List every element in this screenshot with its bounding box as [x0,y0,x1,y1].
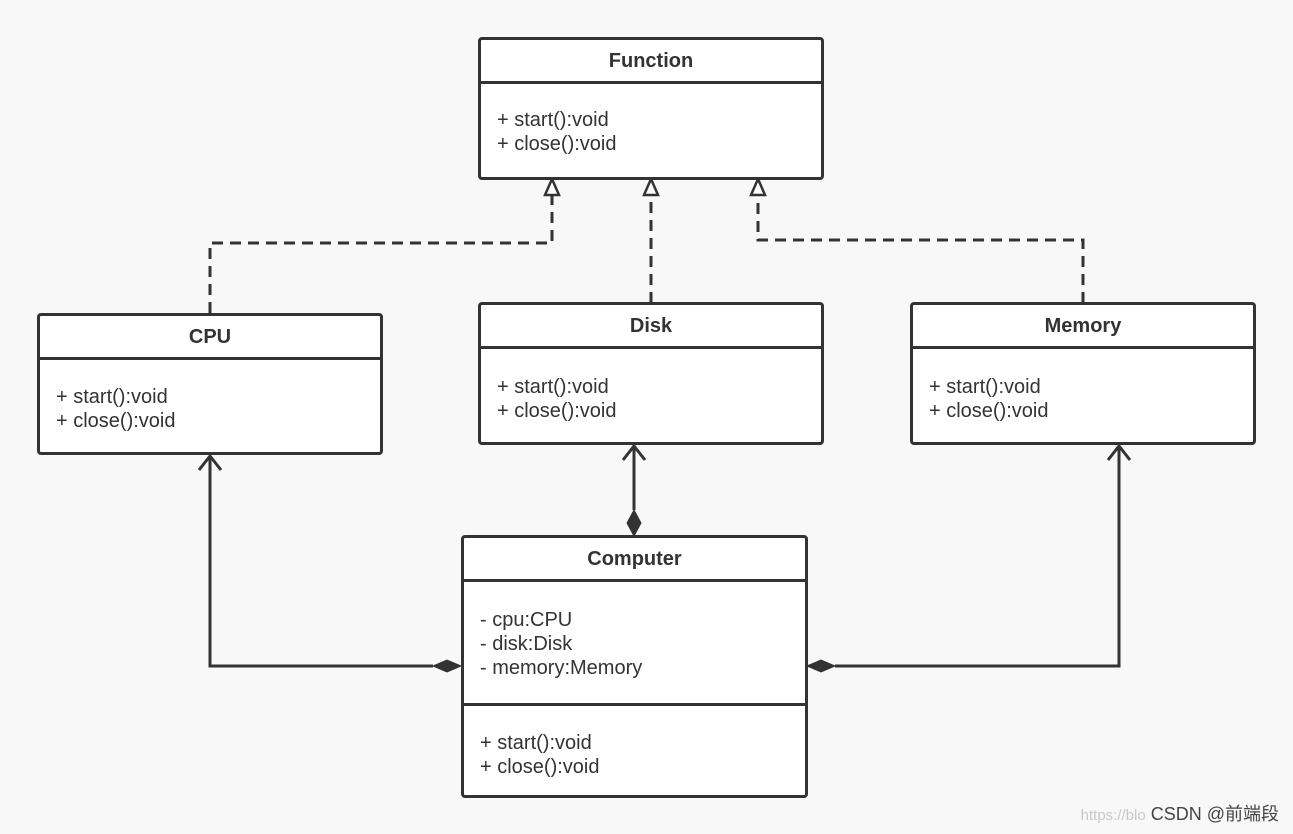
class-cpu-methods: + start():void + close():void [40,360,380,433]
class-memory[interactable]: Memory + start():void + close():void [910,302,1256,445]
attribute: - disk:Disk [480,633,573,655]
class-disk-name: Disk [481,305,821,349]
arrowhead-memory [1106,443,1132,461]
csdn-watermark: https://blo CSDN @前端段 [1081,800,1279,826]
method: + start():void [480,732,592,754]
class-function-name: Function [481,40,821,84]
class-computer-attributes: - cpu:CPU - disk:Disk - memory:Memory [464,582,805,703]
attribute: - cpu:CPU [480,609,573,631]
realization-head-memory [749,175,767,197]
arrowhead-cpu [197,453,223,471]
watermark-text: CSDN @前端段 [1150,804,1279,824]
class-cpu-name: CPU [40,316,380,360]
method: + close():void [929,400,1049,422]
arrowhead-disk [621,443,647,461]
attribute: - memory:Memory [480,657,643,679]
class-disk[interactable]: Disk + start():void + close():void [478,302,824,445]
class-memory-name: Memory [913,305,1253,349]
method: + start():void [929,376,1041,398]
composition-diamond-memory [805,659,837,673]
composition-diamond-cpu [431,659,463,673]
class-computer-name: Computer [464,538,805,582]
class-computer-methods: + start():void + close():void [464,703,805,779]
realization-head-disk [642,175,660,197]
watermark-url: https://blo [1080,807,1146,824]
composition-computer-memory [835,446,1121,668]
method: + start():void [56,386,168,408]
method: + close():void [480,756,600,778]
class-disk-methods: + start():void + close():void [481,349,821,423]
method: + start():void [497,376,609,398]
realization-cpu-function [208,193,554,313]
method: + close():void [497,133,617,155]
method: + close():void [56,410,176,432]
method: + close():void [497,400,617,422]
class-function[interactable]: Function + start():void + close():void [478,37,824,180]
class-memory-methods: + start():void + close():void [913,349,1253,423]
composition-computer-cpu [208,456,433,668]
composition-diamond-disk [626,508,642,538]
realization-head-cpu [543,175,561,197]
class-computer[interactable]: Computer - cpu:CPU - disk:Disk - memory:… [461,535,808,798]
class-cpu[interactable]: CPU + start():void + close():void [37,313,383,455]
class-function-methods: + start():void + close():void [481,84,821,156]
realization-memory-function [756,193,1085,303]
method: + start():void [497,109,609,131]
